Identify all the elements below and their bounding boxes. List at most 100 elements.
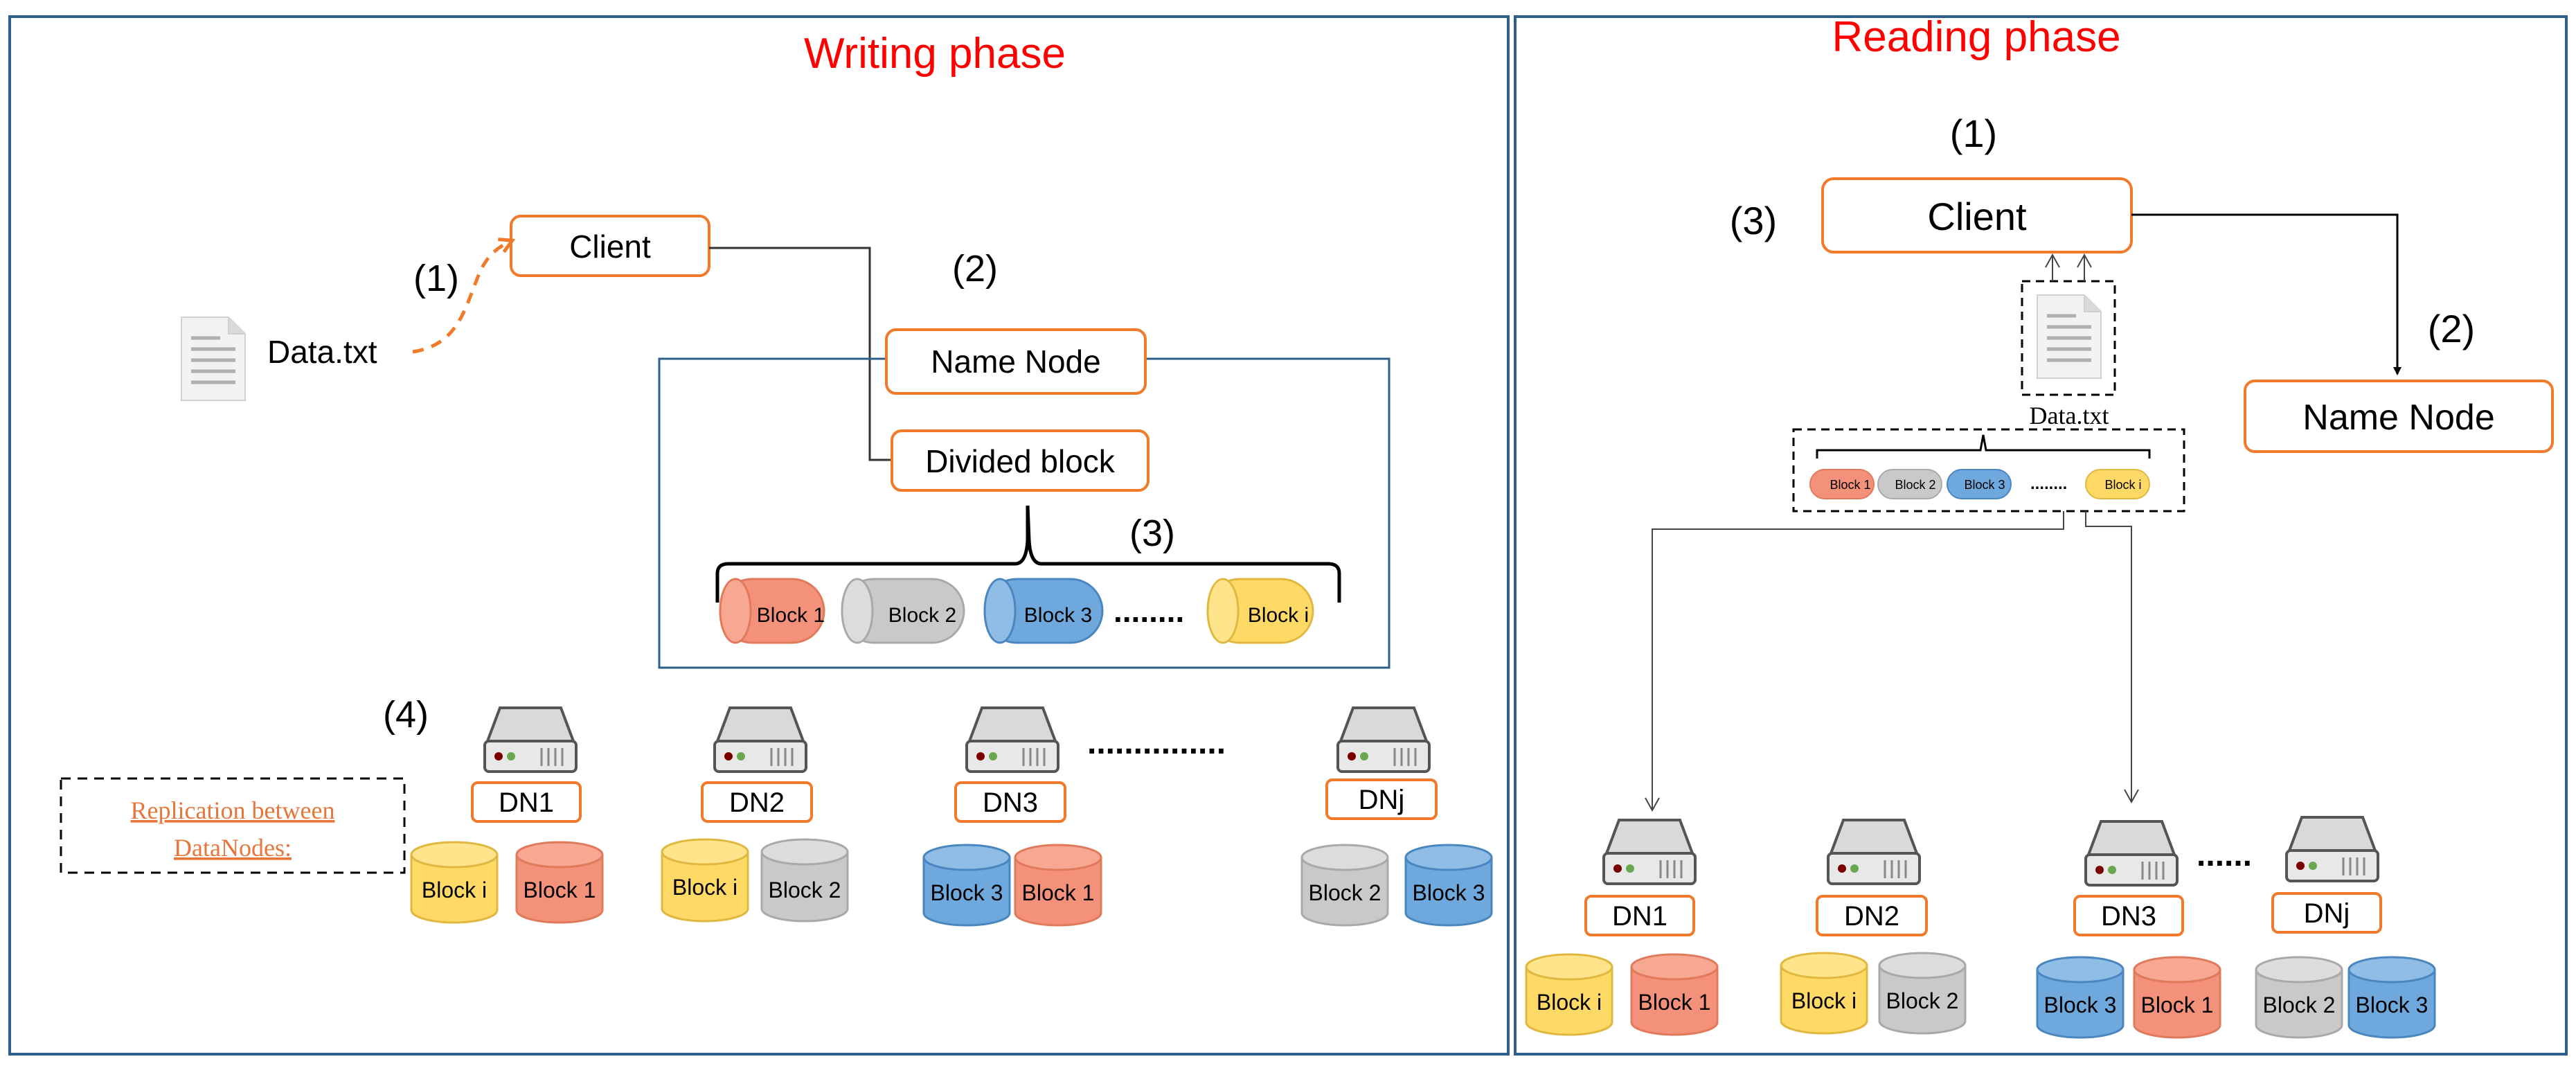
reading-data-file-label: Data.txt — [2030, 402, 2109, 429]
reading-block-2: Block 2 — [1877, 469, 1942, 499]
writing-dnj-box[interactable] — [1325, 778, 1438, 820]
writing-blocks-ellipsis: ........ — [1113, 593, 1184, 629]
writing-block-i-label: Block i — [1248, 604, 1309, 627]
reading-dnj-box[interactable] — [2271, 892, 2382, 934]
reading-dn2-label: DN2 — [1844, 901, 1899, 932]
reading-dn3-block-a-label: Block 3 — [2044, 993, 2117, 1017]
reading-dnj-block-a: Block 2 — [2255, 956, 2343, 1039]
reading-dn1-label: DN1 — [1612, 901, 1667, 932]
writing-block-1: Block 1 — [719, 578, 825, 644]
writing-block-2-label: Block 2 — [888, 604, 956, 627]
writing-dn3-block-b: Block 1 — [1014, 844, 1102, 927]
writing-datanode-3: DN3 Block 3 Block 1 — [922, 706, 1102, 927]
reading-dnj-block-b: Block 3 — [2347, 956, 2436, 1039]
reading-dn1-box[interactable] — [1584, 895, 1695, 936]
reading-block-i-label: Block i — [2104, 478, 2141, 492]
writing-dnj-label: DNj — [1359, 785, 1405, 815]
reading-document-icon — [2037, 295, 2101, 378]
writing-dnj-block-b-label: Block 3 — [1413, 880, 1485, 905]
reading-step1-label: (1) — [1950, 112, 1997, 155]
writing-block-1-label: Block 1 — [757, 604, 825, 627]
writing-dnj-block-b: Block 3 — [1404, 844, 1493, 927]
writing-divided-block-box[interactable] — [891, 429, 1150, 492]
reading-block-3-label: Block 3 — [1964, 478, 2005, 492]
writing-dn1-label: DN1 — [499, 787, 554, 818]
reading-dn2-server-icon — [1827, 819, 1921, 885]
reading-datanode-3: DN3 Block 3 Block 1 — [2036, 820, 2221, 1039]
reading-step2-label: (2) — [2428, 307, 2475, 350]
writing-dn3-block-b-label: Block 1 — [1022, 880, 1095, 905]
writing-dn2-block-b: Block 2 — [760, 838, 849, 923]
reading-dn3-label: DN3 — [2101, 901, 2156, 932]
reading-datanode-1: DN1 Block i Block 1 — [1525, 819, 1719, 1036]
reading-dn3-server-icon — [2084, 820, 2179, 887]
writing-block-i: Block i — [1206, 578, 1314, 644]
writing-brace — [715, 505, 1341, 603]
writing-datanode-j: DNj Block 2 Block 3 — [1300, 706, 1493, 927]
writing-step1-label: (1) — [413, 258, 459, 299]
writing-dnj-server-icon — [1336, 706, 1431, 773]
reading-dn1-block-a: Block i — [1525, 953, 1613, 1036]
writing-step3-label: (3) — [1129, 513, 1175, 554]
reading-dn2-block-b-label: Block 2 — [1886, 988, 1959, 1013]
reading-dn2-block-b: Block 2 — [1878, 952, 1967, 1035]
writing-block-3-label: Block 3 — [1024, 604, 1092, 627]
writing-dn3-block-a: Block 3 — [922, 844, 1011, 927]
reading-phase-frame — [1514, 15, 2568, 1056]
writing-dn2-block-b-label: Block 2 — [769, 878, 841, 902]
writing-step4-label: (4) — [383, 694, 429, 736]
replication-note-box — [60, 777, 406, 874]
writing-dn1-box[interactable] — [471, 781, 582, 823]
writing-client-connector — [709, 247, 892, 461]
writing-dn3-block-a-label: Block 3 — [931, 880, 1003, 905]
reading-block-1: Block 1 — [1809, 469, 1875, 499]
writing-dn2-label: DN2 — [729, 787, 785, 818]
reading-dn3-block-a: Block 3 — [2036, 956, 2125, 1039]
writing-datanode-2: DN2 Block i Block 2 — [661, 706, 849, 923]
reading-data-file-frame — [2021, 280, 2116, 396]
reading-dnj-block-a-label: Block 2 — [2263, 993, 2336, 1017]
reading-block-3: Block 3 — [1947, 469, 2012, 499]
writing-dn1-server-icon — [483, 706, 578, 773]
reading-dn3-block-b-label: Block 1 — [2141, 993, 2214, 1017]
writing-upload-arrow — [412, 241, 511, 354]
writing-step2-label: (2) — [952, 248, 998, 290]
writing-datanodes-ellipsis: ............... — [1087, 724, 1226, 761]
reading-dn3-block-b: Block 1 — [2133, 956, 2221, 1039]
replication-note-line2: DataNodes: — [174, 834, 292, 862]
reading-blocks-frame — [1792, 428, 2185, 513]
reading-dn3-box[interactable] — [2073, 895, 2184, 936]
reading-brace — [1816, 434, 2151, 459]
reading-dnj-label: DNj — [2304, 898, 2350, 929]
writing-phase-title: Writing phase — [804, 30, 1066, 78]
writing-dn1-block-a: Block i — [410, 841, 499, 924]
reading-dnj-block-b-label: Block 3 — [2356, 993, 2429, 1017]
writing-dn3-box[interactable] — [954, 781, 1066, 823]
reading-dn1-server-icon — [1602, 819, 1697, 885]
reading-datanode-2: DN2 Block i Block 2 — [1780, 819, 1967, 1035]
writing-dn3-label: DN3 — [983, 787, 1038, 818]
reading-arrow-to-dn3 — [2085, 511, 2139, 804]
reading-name-node-label: Name Node — [2302, 398, 2494, 438]
writing-data-file-label: Data.txt — [267, 334, 377, 370]
reading-dn2-block-a-label: Block i — [1791, 988, 1857, 1013]
writing-dn1-block-a-label: Block i — [422, 878, 487, 902]
reading-dn2-box[interactable] — [1816, 895, 1928, 936]
reading-dn1-block-b-label: Block 1 — [1638, 990, 1711, 1015]
reading-block-i: Block i — [2085, 469, 2150, 499]
writing-dn2-box[interactable] — [701, 781, 813, 823]
reading-name-node-box[interactable] — [2244, 380, 2554, 453]
replication-note-line1: Replication between — [131, 796, 335, 824]
writing-dn3-server-icon — [965, 706, 1059, 773]
writing-dn2-block-a: Block i — [661, 838, 749, 923]
reading-client-label: Client — [1927, 195, 2027, 238]
reading-block-2-label: Block 2 — [1895, 478, 1935, 492]
writing-dn1-block-b-label: Block 1 — [524, 878, 596, 902]
reading-dn2-block-a: Block i — [1780, 952, 1868, 1035]
writing-name-node-box[interactable] — [885, 328, 1147, 395]
reading-datanode-j: DNj Block 2 Block 3 — [2255, 816, 2436, 1039]
reading-dn1-block-b: Block 1 — [1630, 953, 1719, 1036]
reading-blocks-ellipsis: ........ — [2030, 474, 2067, 493]
